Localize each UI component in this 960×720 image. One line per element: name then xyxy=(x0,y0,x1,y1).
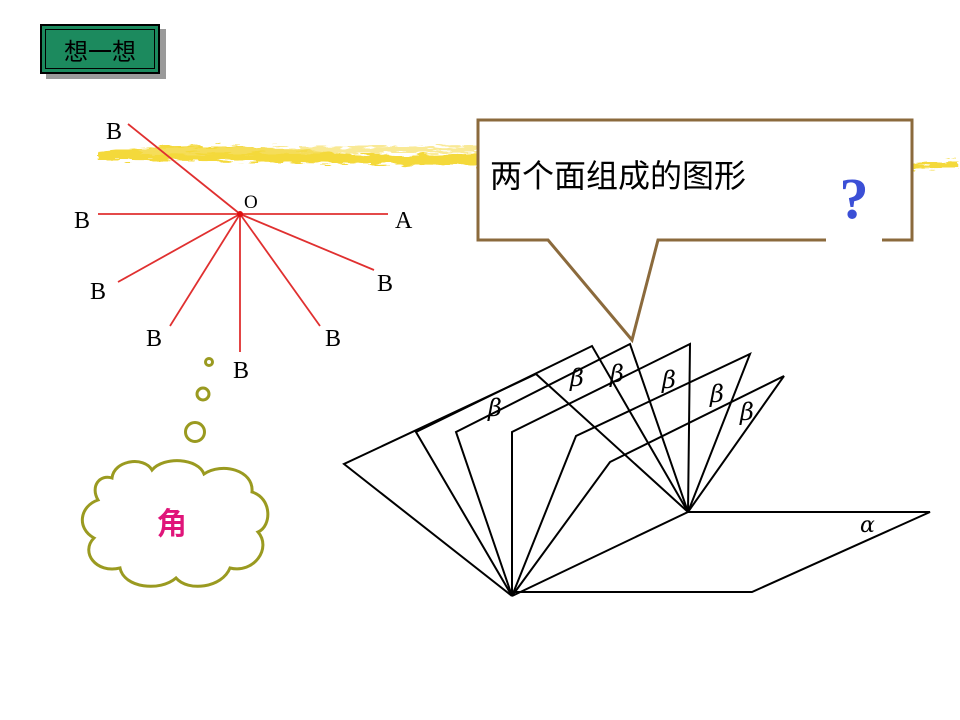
ray-label: B xyxy=(325,326,341,352)
ray-label: B xyxy=(74,208,90,234)
initial-ray-label: A xyxy=(395,208,413,234)
half-plane-outline xyxy=(454,342,689,597)
question-mark: ? xyxy=(840,166,869,231)
half-plane-label: β xyxy=(569,364,584,392)
ray-down-right xyxy=(239,213,321,327)
base-plane-alpha xyxy=(511,511,931,597)
half-plane-label: β xyxy=(661,366,676,394)
ray-down-left xyxy=(169,213,241,327)
thought-dot-medium xyxy=(195,386,211,402)
ray-label: B xyxy=(106,119,122,145)
title-button[interactable]: 想一想 xyxy=(40,24,160,74)
half-plane-outline xyxy=(414,344,689,597)
title-button-label: 想一想 xyxy=(64,37,136,66)
thought-dot-small xyxy=(204,357,214,367)
thought-bubble-text: 角 xyxy=(157,507,187,542)
half-plane-outline xyxy=(511,375,785,597)
half-plane-outline xyxy=(342,372,689,597)
dihedral-diagram xyxy=(342,342,931,597)
half-plane-outline xyxy=(511,352,752,597)
half-plane-label: β xyxy=(739,398,754,426)
angle-rays xyxy=(98,123,388,352)
half-plane-label: β xyxy=(609,360,624,388)
ray-lower-right xyxy=(239,213,375,271)
thought-dot-large xyxy=(184,421,206,443)
ray-label: B xyxy=(233,358,249,384)
thought-bubble xyxy=(81,357,270,588)
half-plane-outline xyxy=(511,342,692,596)
vertex-point xyxy=(237,211,243,217)
ray-label: B xyxy=(377,271,393,297)
ray-label: B xyxy=(90,279,106,305)
half-plane-label: β xyxy=(487,394,502,422)
cloud-shape xyxy=(81,459,270,588)
half-plane-label: β xyxy=(709,380,724,408)
callout-text: 两个面组成的图形 xyxy=(490,157,746,195)
vertex-label: O xyxy=(244,192,258,213)
base-plane-label: α xyxy=(860,513,875,538)
ray-lower-left xyxy=(117,213,241,283)
callout-box xyxy=(476,118,914,344)
ray-label: B xyxy=(146,326,162,352)
ray-upper-left xyxy=(127,123,241,215)
